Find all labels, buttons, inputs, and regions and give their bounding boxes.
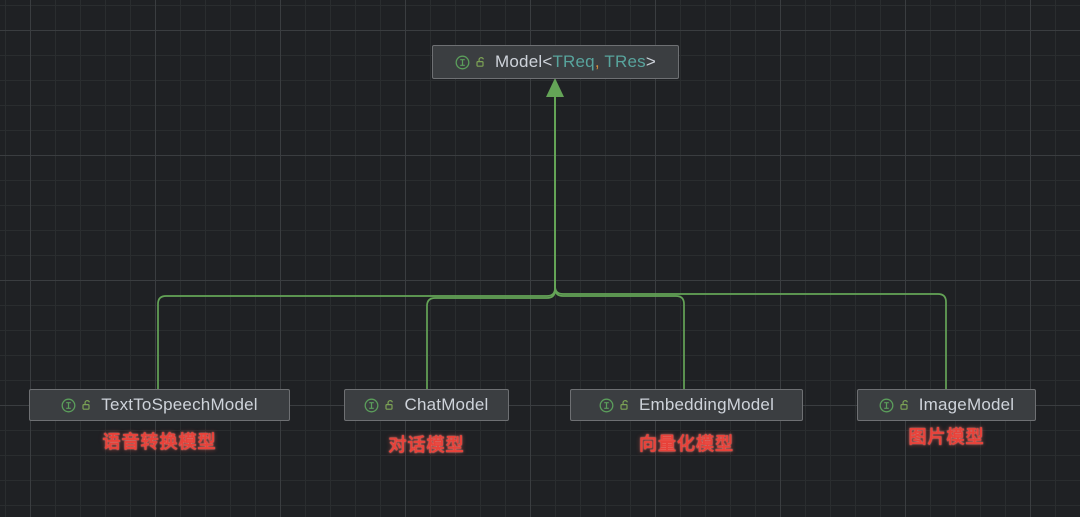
interface-icon <box>365 398 379 412</box>
type-param-1: TReq <box>552 52 595 71</box>
node-embeddingmodel-interface[interactable]: EmbeddingModel <box>570 389 803 421</box>
annotation-embeddingmodel: 向量化模型 <box>639 434 734 454</box>
inheritance-arrowhead <box>546 78 564 97</box>
node-label: EmbeddingModel <box>638 395 775 414</box>
annotation-texttospeechmodel: 语音转换模型 <box>102 432 217 452</box>
node-icons <box>364 398 396 413</box>
node-label: ImageModel <box>918 395 1015 414</box>
type-param-separator: , <box>594 52 605 71</box>
node-chatmodel-interface[interactable]: ChatModel <box>344 389 509 421</box>
unlock-icon <box>476 57 485 67</box>
node-icons <box>61 398 93 413</box>
interface-icon <box>61 398 76 412</box>
node-texttospeechmodel-interface[interactable]: TextToSpeechModel <box>29 389 290 421</box>
node-icons <box>879 398 911 413</box>
unlock-icon <box>900 400 908 410</box>
node-icons <box>455 55 487 70</box>
node-icons <box>599 398 631 413</box>
node-model-interface[interactable]: Model<TReq, TRes> <box>432 45 679 79</box>
node-label: Model<TReq, TRes> <box>495 52 656 71</box>
node-label: ChatModel <box>404 395 489 414</box>
annotation-chatmodel: 对话模型 <box>388 435 465 455</box>
edge-texttospeechmodel-to-model <box>157 96 556 390</box>
type-param-2: TRes <box>604 52 646 71</box>
unlock-icon <box>385 400 394 410</box>
edge-embeddingmodel-to-model <box>554 96 685 390</box>
edge-chatmodel-to-model <box>426 96 556 390</box>
node-imagemodel-interface[interactable]: ImageModel <box>857 389 1036 421</box>
edge-imagemodel-to-model <box>554 96 947 390</box>
unlock-icon <box>82 400 91 410</box>
interface-icon <box>455 55 470 69</box>
unlock-icon <box>620 400 628 410</box>
node-label: TextToSpeechModel <box>101 395 258 414</box>
interface-icon <box>879 398 894 412</box>
interface-icon <box>599 398 614 412</box>
annotation-imagemodel: 图片模型 <box>908 427 985 447</box>
